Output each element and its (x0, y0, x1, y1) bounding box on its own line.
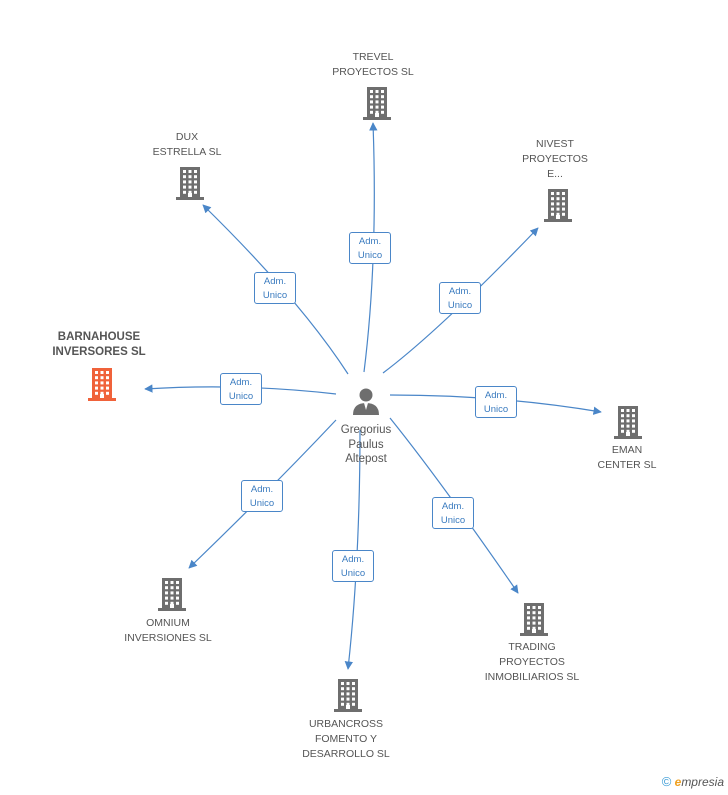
company-name-trevel[interactable]: TREVEL PROYECTOS SL (332, 51, 414, 78)
copyright-symbol: © (661, 774, 672, 789)
company-name-barnahouse[interactable]: BARNAHOUSE INVERSORES SL (52, 331, 146, 358)
building-icon[interactable] (174, 166, 206, 205)
building-icon[interactable] (332, 678, 364, 717)
relation-badge-eman[interactable]: Adm. Unico (475, 386, 517, 418)
brand-initial: e (674, 775, 682, 789)
person-icon[interactable] (351, 386, 381, 421)
company-name-omnium[interactable]: OMNIUM INVERSIONES SL (124, 617, 212, 644)
relation-badge-barnahouse[interactable]: Adm. Unico (220, 373, 262, 405)
person-name[interactable]: Gregorius Paulus Altepost (340, 424, 392, 465)
brand-name: mpresia (681, 775, 724, 789)
building-icon[interactable] (518, 602, 550, 641)
relation-badge-nivest[interactable]: Adm. Unico (439, 282, 481, 314)
relation-badge-omnium[interactable]: Adm. Unico (241, 480, 283, 512)
company-name-eman[interactable]: EMAN CENTER SL (597, 444, 657, 471)
edge-nivest (382, 227, 539, 374)
relation-badge-urbancross[interactable]: Adm. Unico (332, 550, 374, 582)
relation-badge-trevel[interactable]: Adm. Unico (349, 232, 391, 264)
building-icon[interactable] (156, 577, 188, 616)
company-name-trading[interactable]: TRADING PROYECTOS INMOBILIARIOS SL (484, 641, 580, 683)
building-icon[interactable] (542, 188, 574, 227)
building-icon[interactable] (612, 405, 644, 444)
building-icon[interactable] (86, 367, 118, 406)
company-name-dux[interactable]: DUX ESTRELLA SL (152, 131, 222, 158)
company-name-nivest[interactable]: NIVEST PROYECTOS E... (522, 138, 588, 180)
empresia-credit[interactable]: © empresia (662, 774, 724, 789)
edge-trading (389, 417, 519, 594)
relation-badge-dux[interactable]: Adm. Unico (254, 272, 296, 304)
building-icon[interactable] (361, 86, 393, 125)
company-name-urbancross[interactable]: URBANCROSS FOMENTO Y DESARROLLO SL (302, 718, 390, 760)
relation-badge-trading[interactable]: Adm. Unico (432, 497, 474, 529)
